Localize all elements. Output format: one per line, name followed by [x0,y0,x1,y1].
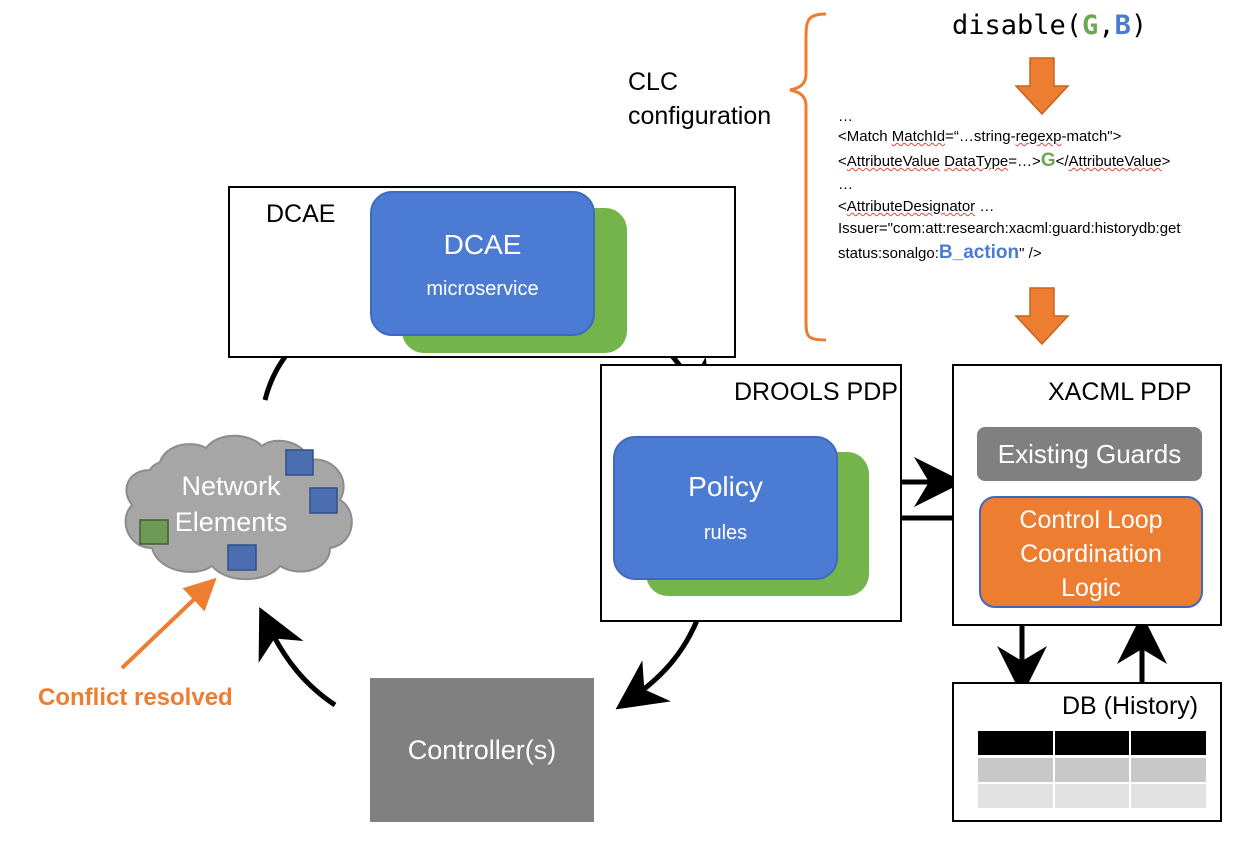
network-elements-label: Network Elements [148,468,314,540]
command-b: B [1114,10,1131,41]
policy-subtitle: rules [703,522,748,544]
db-table-row [978,784,1207,808]
command-g: G [1082,10,1099,41]
policy-rules-card[interactable]: Policy rules [613,436,838,580]
db-history-label: DB (History) [1062,692,1199,720]
clc-label-line2: configuration [628,102,772,130]
dcae-subtitle: microservice [426,278,539,300]
xml-line-5: <AttributeDesignator … [838,198,995,215]
arrow-drools-to-controller [615,617,701,710]
clc-logic-line3: Logic [1061,574,1121,602]
conflict-arrow [120,577,217,670]
dcae-container-label: DCAE [266,200,336,228]
command-prefix: disable( [952,10,1083,41]
db-table [978,731,1207,808]
command-sep: , [1098,10,1115,41]
controller-box[interactable]: Controller(s) [370,678,594,822]
xml-line-4: … [838,176,853,193]
command-suffix: ) [1130,10,1148,41]
xml-line-3: <AttributeValue DataType=…>G</AttributeV… [838,150,1171,171]
xacml-container-label: XACML PDP [1048,378,1192,406]
clc-logic-box[interactable]: Control Loop Coordination Logic [979,496,1203,608]
dcae-title: DCAE [443,229,522,260]
xml-line-6: Issuer="com:att:research:xacml:guard:his… [838,220,1181,237]
network-line2: Elements [174,507,288,537]
xml-line-7: status:sonalgo:B_action" /> [838,242,1042,263]
conflict-resolved-label: Conflict resolved [38,684,233,711]
existing-guards-label: Existing Guards [997,439,1182,469]
network-element-square [139,519,169,545]
network-element-square [309,487,338,514]
db-table-header-row [978,731,1207,755]
existing-guards-box[interactable]: Existing Guards [977,427,1202,481]
network-element-square [285,449,314,476]
xml-line-2: <Match MatchId=“…string-regexp-match"> [838,128,1122,145]
clc-command: disable(G,B) [952,10,1147,41]
controller-label: Controller(s) [407,735,557,765]
clc-label-line1: CLC [628,68,679,96]
xml-line-1: … [838,108,853,125]
orange-down-arrow-1 [1014,57,1070,116]
clc-logic-line1: Control Loop [1019,506,1163,534]
dcae-microservice-card[interactable]: DCAE microservice [370,191,595,336]
network-line1: Network [181,471,281,501]
clc-brace [789,12,827,342]
network-element-square [227,544,257,571]
db-table-row [978,758,1207,782]
orange-down-arrow-2 [1014,287,1070,346]
clc-logic-line2: Coordination [1020,540,1162,568]
policy-title: Policy [688,471,763,502]
arrow-controller-to-cloud [258,607,337,708]
drools-container-label: DROOLS PDP [734,378,898,406]
